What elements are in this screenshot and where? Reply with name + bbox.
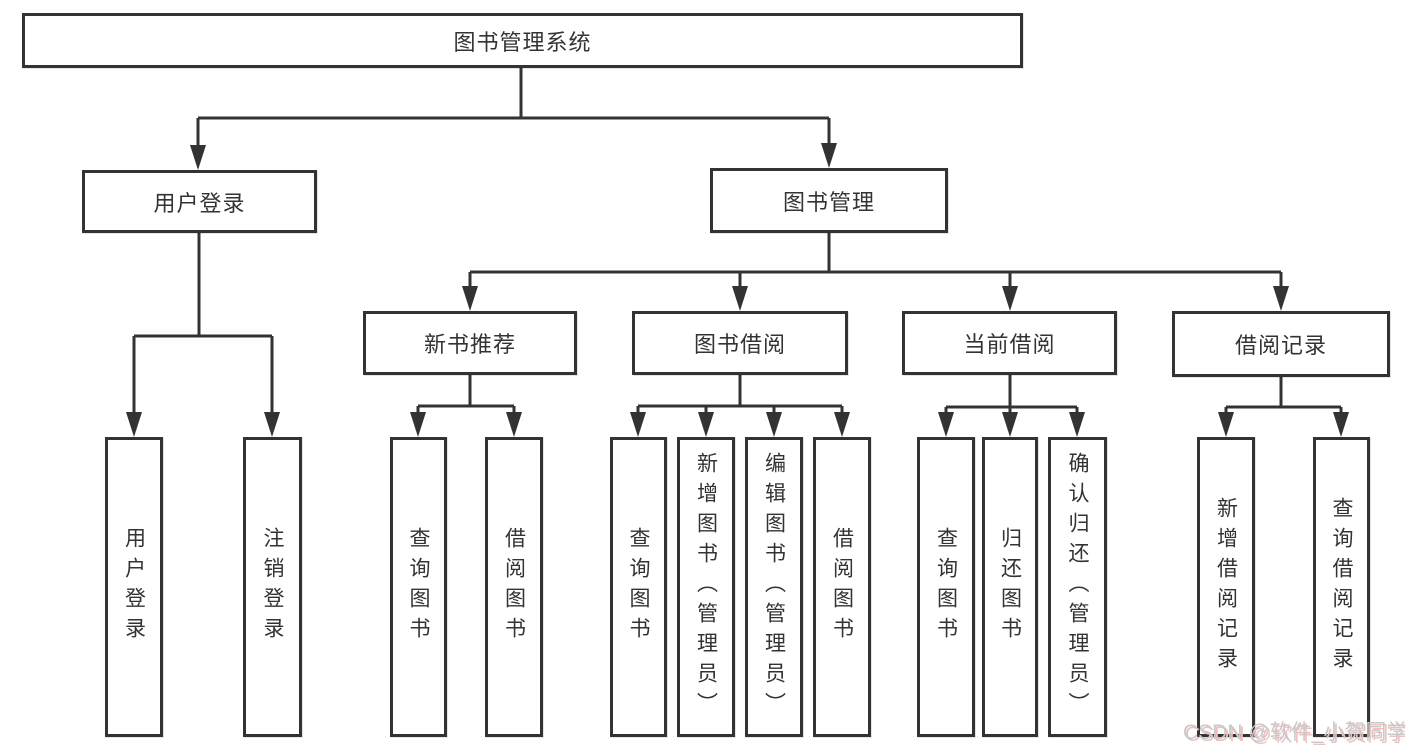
leaf-logout: 注销登录 (243, 437, 302, 737)
leaf-return-books: 归还图书 (982, 437, 1038, 737)
node-label: 查询图书 (934, 527, 958, 647)
node-label: 注销登录 (261, 527, 284, 647)
leaf-edit-book-admin: 编辑图书（管理员） (745, 437, 803, 737)
leaf-borrow-books-recommend: 借阅图书 (485, 437, 543, 737)
node-label: 归还图书 (998, 527, 1022, 647)
node-label: 新书推荐 (423, 332, 516, 357)
leaf-query-borrow-record: 查询借阅记录 (1313, 437, 1370, 737)
node-label: 借阅图书 (502, 527, 526, 647)
node-label: 用户登录 (153, 190, 246, 216)
node-label: 查询图书 (407, 527, 430, 647)
node-library-management-system: 图书管理系统 (22, 13, 1023, 68)
leaf-query-books-recommend: 查询图书 (390, 437, 447, 737)
node-user-login: 用户登录 (82, 170, 317, 233)
node-label: 用户登录 (122, 527, 146, 647)
node-label: 图书借阅 (693, 332, 786, 357)
leaf-add-book-admin: 新增图书（管理员） (677, 437, 735, 737)
leaf-user-login: 用户登录 (105, 437, 163, 737)
node-current-borrowing: 当前借阅 (902, 311, 1117, 375)
node-label: 新增借阅记录 (1214, 497, 1238, 677)
csdn-watermark: CSDN @软件_小贺同学 (1183, 721, 1405, 744)
node-book-management: 图书管理 (710, 168, 948, 233)
node-label: 查询图书 (627, 527, 650, 647)
node-label: 确认归还（管理员） (1066, 452, 1089, 722)
leaf-borrow-books: 借阅图书 (813, 437, 871, 737)
node-label: 借阅图书 (830, 527, 854, 647)
node-label: 新增图书（管理员） (694, 452, 718, 722)
node-book-borrowing: 图书借阅 (632, 311, 848, 375)
leaf-add-borrow-record: 新增借阅记录 (1197, 437, 1255, 737)
node-borrowing-records: 借阅记录 (1172, 311, 1390, 377)
node-label: 图书管理系统 (453, 29, 592, 55)
node-new-book-recommendation: 新书推荐 (363, 311, 577, 375)
leaf-query-books-current: 查询图书 (917, 437, 975, 737)
node-label: 查询借阅记录 (1330, 497, 1353, 677)
node-label: 借阅记录 (1234, 333, 1327, 358)
node-label: 图书管理 (782, 189, 875, 215)
leaf-query-books-borrowing: 查询图书 (610, 437, 667, 737)
node-label: 编辑图书（管理员） (762, 452, 786, 722)
node-label: 当前借阅 (963, 332, 1056, 357)
leaf-confirm-return-admin: 确认归还（管理员） (1048, 437, 1107, 737)
